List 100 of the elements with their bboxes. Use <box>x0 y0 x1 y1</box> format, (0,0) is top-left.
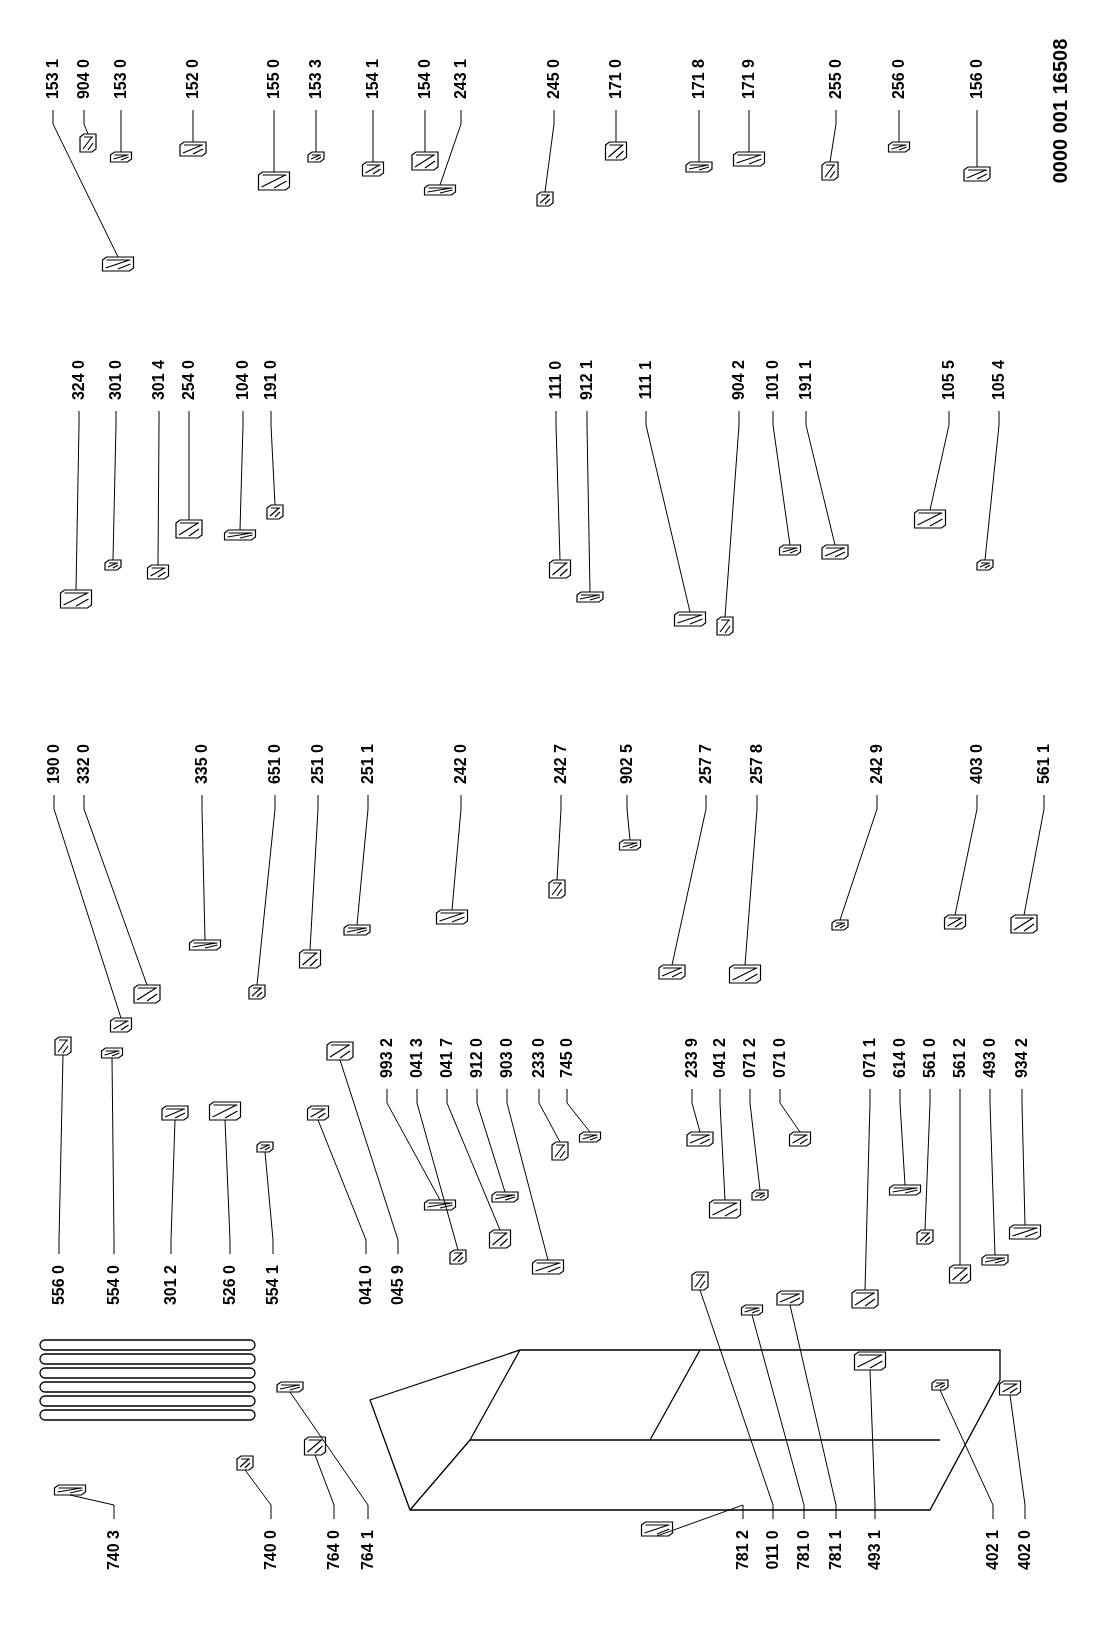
callout-number: 105 5 <box>940 350 958 410</box>
callout-number: 257 7 <box>697 734 715 794</box>
leader-line <box>1021 1088 1026 1226</box>
callout-number: 233 9 <box>683 1028 701 1088</box>
leader-line <box>170 1119 176 1255</box>
leader-line <box>749 1088 761 1191</box>
leader-line <box>772 410 791 546</box>
leader-line <box>309 794 319 951</box>
leader-line <box>69 1494 115 1520</box>
leader-line <box>476 1088 506 1193</box>
callout-number: 153 1 <box>44 49 62 109</box>
part-drawing <box>248 984 266 1000</box>
leader-line <box>372 109 374 163</box>
callout-number: 041 2 <box>711 1028 729 1088</box>
callout-number: 171 9 <box>740 49 758 109</box>
leader-line <box>656 1504 744 1537</box>
callout-number: 740 0 <box>262 1520 280 1580</box>
callout-number: 556 0 <box>50 1255 68 1315</box>
leader-line <box>264 1151 274 1255</box>
part-drawing <box>728 964 762 984</box>
leader-line <box>244 1469 272 1520</box>
leader-line <box>954 794 978 916</box>
part-drawing <box>853 1351 887 1371</box>
leader-line <box>439 109 462 186</box>
leader-line <box>751 1314 805 1520</box>
callout-number: 153 0 <box>112 49 130 109</box>
leader-line <box>83 794 148 986</box>
part-drawing <box>821 161 839 181</box>
part-drawing <box>411 151 439 171</box>
leader-line <box>58 1054 64 1255</box>
callout-number: 301 2 <box>162 1255 180 1315</box>
part-drawing <box>888 1184 922 1196</box>
callout-number: 402 0 <box>1016 1520 1034 1580</box>
part-drawing <box>658 964 686 980</box>
callout-number: 526 0 <box>221 1255 239 1315</box>
leader-line <box>1009 1394 1026 1520</box>
part-drawing <box>449 1249 467 1265</box>
callout-number: 111 1 <box>637 350 655 410</box>
callout-number: 912 1 <box>578 350 596 410</box>
leader-line <box>273 109 275 173</box>
part-drawing <box>423 184 457 196</box>
part-drawing <box>576 591 604 603</box>
leader-line <box>805 410 836 546</box>
callout-number: 071 0 <box>771 1028 789 1088</box>
part-drawing <box>948 1264 972 1284</box>
callout-number: 155 0 <box>265 49 283 109</box>
part-drawing <box>686 1131 714 1147</box>
leader-line <box>386 1088 441 1201</box>
callout-number: 245 0 <box>545 49 563 109</box>
leader-line <box>899 1088 906 1186</box>
leader-line <box>839 794 878 921</box>
leader-line <box>929 410 950 511</box>
part-drawing <box>708 1199 742 1219</box>
part-drawing <box>740 1304 764 1316</box>
callout-number: 764 1 <box>359 1520 377 1580</box>
leader-line <box>424 109 426 153</box>
part-drawing <box>109 1017 133 1033</box>
part-drawing <box>943 914 967 930</box>
part-drawing <box>831 919 849 931</box>
callout-number: 934 2 <box>1013 1028 1031 1088</box>
callout-number: 740 3 <box>105 1520 123 1580</box>
leader-line <box>724 410 740 618</box>
leader-line <box>416 1088 459 1251</box>
callout-number: 254 0 <box>180 350 198 410</box>
leader-line <box>898 109 900 143</box>
leader-line <box>869 1369 876 1520</box>
leader-line <box>506 1088 549 1261</box>
part-drawing <box>109 151 133 163</box>
leader-line <box>626 794 631 841</box>
part-drawing <box>578 1131 602 1143</box>
leader-line <box>924 1088 931 1231</box>
callout-number: 045 9 <box>389 1255 407 1315</box>
callout-number: 301 4 <box>150 350 168 410</box>
callout-number: 561 0 <box>921 1028 939 1088</box>
part-drawing <box>266 504 284 520</box>
part-drawing <box>851 1289 879 1309</box>
part-drawing <box>716 616 734 636</box>
callout-number: 301 0 <box>107 350 125 410</box>
part-drawing <box>604 141 628 161</box>
leader-line <box>671 794 707 966</box>
part-drawing <box>981 1254 1009 1266</box>
callout-number: 764 0 <box>325 1520 343 1580</box>
leader-line <box>748 109 750 153</box>
part-drawing <box>732 151 766 167</box>
part-drawing <box>223 529 257 541</box>
part-drawing <box>491 1191 519 1203</box>
callout-number: 154 0 <box>416 49 434 109</box>
leader-line <box>289 1391 369 1520</box>
part-drawing <box>776 1290 804 1306</box>
leader-line <box>188 410 190 521</box>
part-drawing <box>998 1380 1022 1396</box>
leader-line <box>538 1088 561 1143</box>
callout-number: 242 9 <box>868 734 886 794</box>
part-drawing <box>303 1436 327 1456</box>
part-drawing <box>788 1131 812 1147</box>
callout-number: 171 0 <box>607 49 625 109</box>
part-drawing <box>548 879 566 899</box>
part-drawing <box>536 191 554 207</box>
callout-number: 152 0 <box>184 49 202 109</box>
leader-line <box>120 109 122 153</box>
